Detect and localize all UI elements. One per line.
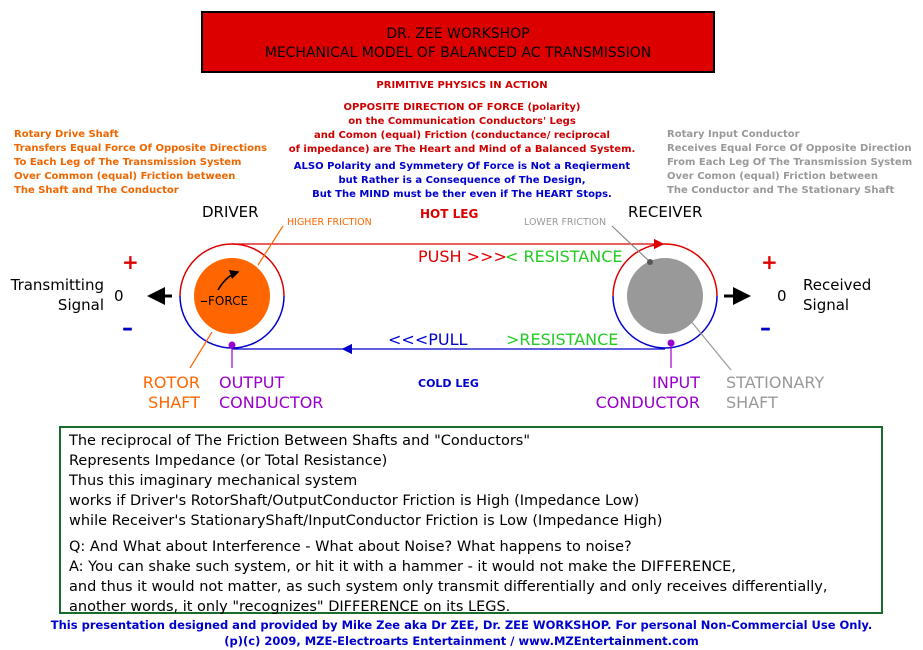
rotor-pointer	[189, 331, 213, 369]
input-conductor-label: INPUT CONDUCTOR	[590, 373, 700, 413]
higher-friction-label: HIGHER FRICTION	[287, 217, 372, 228]
note-line: The reciprocal of The Friction Between S…	[69, 433, 531, 449]
output-line: OUTPUT	[219, 373, 285, 392]
shaft-line: SHAFT	[726, 393, 778, 412]
rotor-shaft-disc	[194, 258, 270, 334]
conductor-line: CONDUCTOR	[219, 393, 324, 412]
left-note-line: Transfers Equal Force Of Opposite Direct…	[14, 143, 268, 154]
received-signal-label: Received Signal	[803, 275, 871, 315]
lower-friction-label: LOWER FRICTION	[524, 217, 607, 228]
stationary-line: STATIONARY	[726, 373, 825, 392]
mechanism-diagram	[147, 225, 751, 371]
note-line: works if Driver's RotorShaft/OutputCondu…	[69, 493, 640, 509]
receiver-title: RECEIVER	[628, 203, 703, 221]
signal-line: Signal	[57, 296, 104, 314]
received-line: Received	[803, 276, 872, 294]
lower-friction-pointer	[611, 225, 651, 263]
title-line-1: DR. ZEE WORKSHOP	[386, 26, 530, 42]
center-red-line: of impedance) are The Heart and Mind of …	[288, 144, 636, 155]
left-note-line: To Each Leg of The Transmission System	[14, 157, 242, 168]
transmit-zero: 0	[114, 287, 124, 305]
footer-copyright: (p)(c) 2009, MZE-Electroarts Entertainme…	[224, 634, 699, 648]
input-dot	[667, 339, 675, 347]
conductor-line: CONDUCTOR	[595, 393, 700, 412]
center-red-line: OPPOSITE DIRECTION OF FORCE (polarity)	[343, 102, 581, 113]
subtitle: PRIMITIVE PHYSICS IN ACTION	[376, 80, 548, 91]
receiver-hot-half	[612, 243, 718, 297]
shaft-line: SHAFT	[148, 393, 200, 412]
right-note-line: Rotary Input Conductor	[667, 129, 800, 140]
center-blue-line: ALSO Polarity and Symmetery Of Force is …	[293, 161, 631, 172]
receive-zero: 0	[777, 287, 787, 305]
transmit-plus: +	[122, 250, 139, 274]
right-note-line: Over Comon (equal) Friction between	[667, 171, 878, 182]
force-arrow	[217, 269, 240, 291]
note-line: and thus it would not matter, as such sy…	[69, 579, 828, 595]
higher-friction-pointer	[257, 225, 284, 266]
stationary-shaft-label: STATIONARY SHAFT	[726, 373, 824, 413]
cold-leg-label: COLD LEG	[418, 377, 479, 390]
right-note: Rotary Input Conductor Receives Equal Fo…	[667, 128, 912, 198]
right-note-line: The Conductor and The Stationary Shaft	[667, 185, 895, 196]
center-blue-text: ALSO Polarity and Symmetery Of Force is …	[250, 160, 674, 202]
center-blue-line: But The MIND must be ther even if The HE…	[312, 189, 612, 200]
left-note: Rotary Drive Shaft Transfers Equal Force…	[14, 128, 267, 198]
output-conductor-label: OUTPUT CONDUCTOR	[219, 373, 323, 413]
note-line: A: You can shake such system, or hit it …	[69, 559, 736, 575]
force-label: –FORCE	[200, 291, 249, 310]
output-dot	[228, 341, 236, 349]
pull-label: <<<PULL	[388, 330, 468, 349]
rotor-shaft-label: ROTOR SHAFT	[139, 373, 200, 413]
note-line: Thus this imaginary mechanical system	[69, 473, 358, 489]
signal-line: Signal	[803, 296, 850, 314]
note-line: while Receiver's StationaryShaft/InputCo…	[69, 513, 663, 529]
title-box: DR. ZEE WORKSHOP MECHANICAL MODEL OF BAL…	[201, 11, 715, 73]
resistance-bottom-label: >RESISTANCE	[506, 330, 619, 349]
center-red-line: and Comon (equal) Friction (conductance/…	[314, 130, 610, 141]
center-blue-line: but Rather is a Consequence of The Desig…	[338, 175, 586, 186]
driver-title: DRIVER	[202, 203, 259, 221]
transmitting-signal-label: Transmitting Signal	[8, 275, 104, 315]
title-line-2: MECHANICAL MODEL OF BALANCED AC TRANSMIS…	[264, 45, 652, 61]
right-note-line: Receives Equal Force Of Opposite Directi…	[667, 143, 912, 154]
center-red-text: OPPOSITE DIRECTION OF FORCE (polarity) o…	[250, 101, 674, 157]
rotor-line: ROTOR	[142, 373, 200, 392]
receiver-cold-half	[612, 295, 718, 349]
right-note-line: From Each Leg Of The Transmission System	[667, 157, 913, 168]
left-note-line: Over Common (equal) Friction between	[14, 171, 236, 182]
transmit-minus: –	[122, 316, 133, 341]
lower-friction-dot	[647, 259, 653, 265]
note-line: another words, it only "recognizes" DIFF…	[69, 599, 511, 615]
explanation-box: The reciprocal of The Friction Between S…	[59, 426, 883, 615]
hot-leg-label: HOT LEG	[420, 207, 479, 221]
transmitting-line: Transmitting	[10, 276, 104, 294]
note-line: Q: And What about Interference - What ab…	[69, 539, 632, 555]
push-label: PUSH >>>	[418, 247, 507, 266]
force-text: FORCE	[208, 294, 249, 308]
left-note-line: Rotary Drive Shaft	[14, 129, 119, 140]
resistance-top-label: < RESISTANCE	[505, 247, 623, 266]
receive-plus: +	[761, 250, 778, 274]
note-line: Represents Impedance (or Total Resistanc…	[69, 453, 388, 469]
receive-minus: –	[760, 316, 771, 341]
stationary-shaft-disc	[627, 258, 703, 334]
stationary-pointer	[689, 319, 732, 371]
footer-credit: This presentation designed and provided …	[50, 618, 873, 632]
left-note-line: The Shaft and The Conductor	[14, 185, 179, 196]
input-line: INPUT	[652, 373, 700, 392]
center-red-line: on the Communication Conductors' Legs	[348, 116, 576, 127]
